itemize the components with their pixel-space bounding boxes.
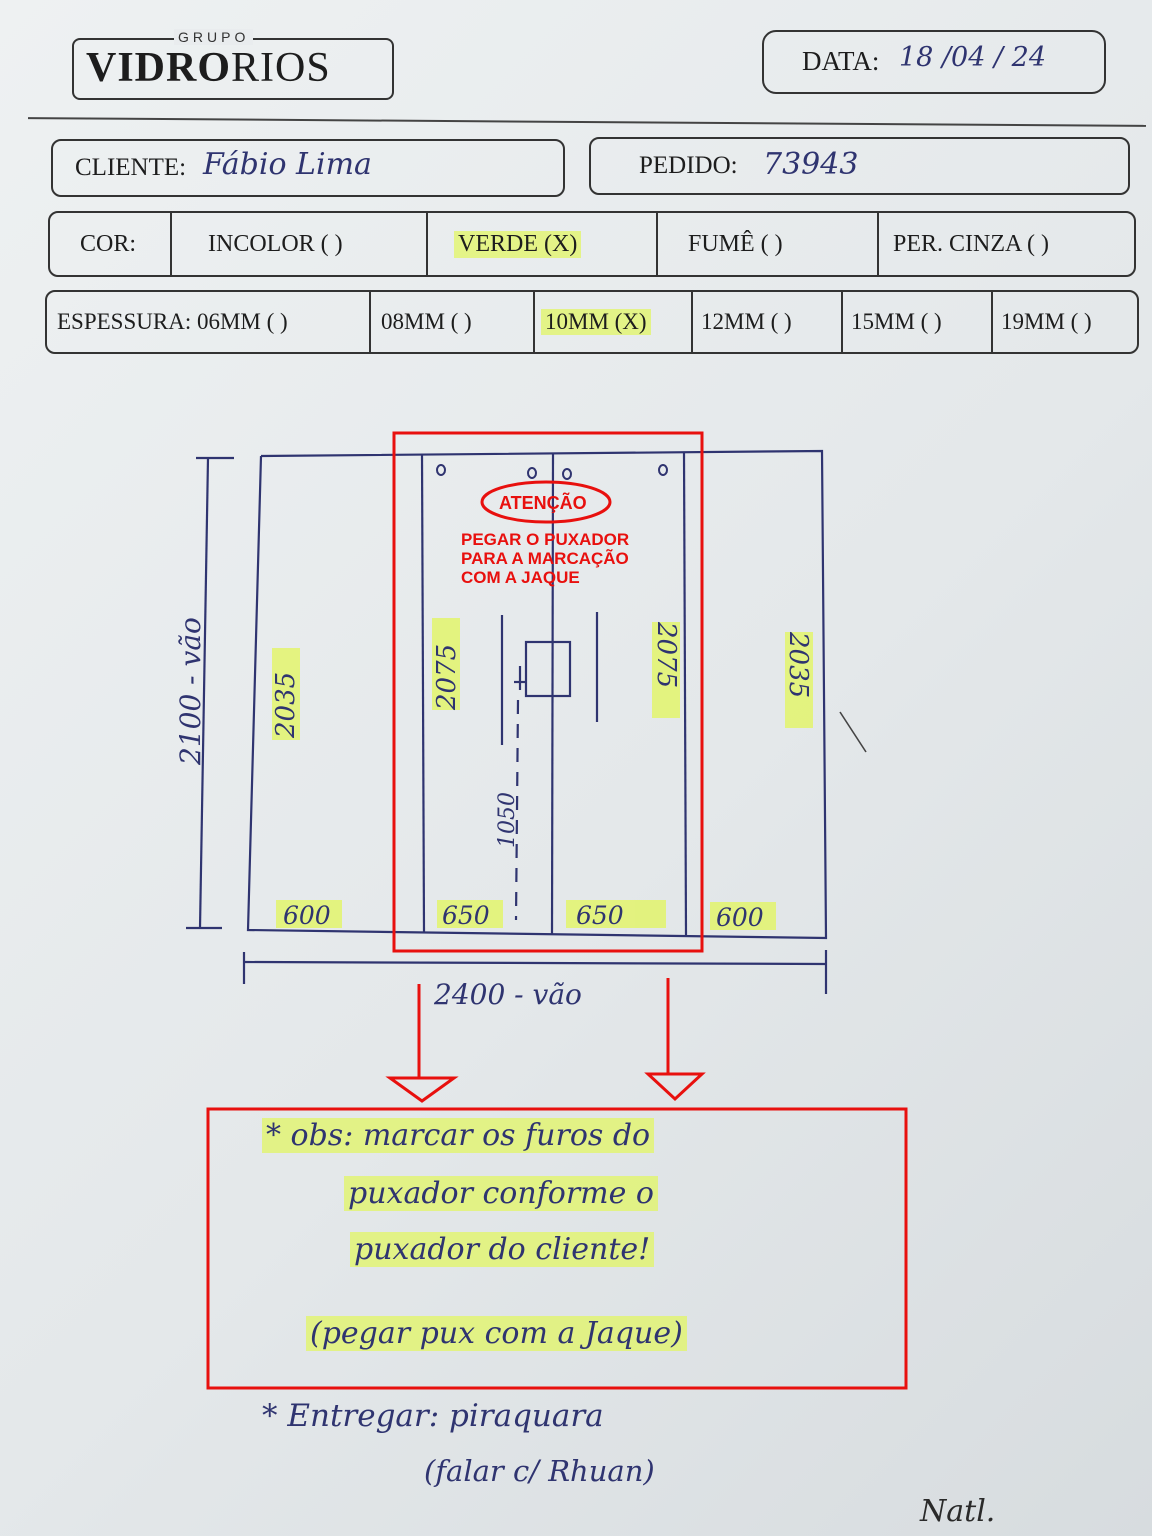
order-box: PEDIDO: 73943 [589, 137, 1130, 195]
logo-wordmark: VIDRORIOS [86, 44, 331, 92]
obs-line-4: (pegar pux com a Jaque) [306, 1316, 687, 1351]
panel-height-2: 2075 [432, 644, 462, 711]
width-dim-line [243, 960, 827, 966]
panel-width-1: 600 [283, 901, 331, 930]
panel-width-4: 600 [716, 903, 764, 932]
drawing-outer-frame [246, 449, 828, 940]
highlight-height-4 [785, 632, 813, 728]
color-label: COR: [50, 213, 172, 275]
obs-line-3-text: puxador do cliente! [350, 1232, 655, 1267]
logo-bold-text: VIDRO [86, 45, 232, 91]
delivery-line-1: * Entregar: piraquara [262, 1398, 604, 1434]
annotation-body: PEGAR O PUXADOR PARA A MARCAÇÃO COM A JA… [461, 530, 629, 587]
logo-group-text: GRUPO [174, 29, 254, 45]
delivery-line-2: (falar c/ Rhuan) [424, 1454, 655, 1488]
color-selected-text: VERDE (X) [454, 230, 582, 258]
thickness-option-06mm: ESPESSURA: 06MM ( ) [47, 292, 371, 352]
arrow-left-head [385, 1076, 459, 1103]
highlight-height-2 [432, 618, 460, 710]
color-option-incolor: INCOLOR ( ) [172, 213, 428, 275]
arrow-right-head [644, 1072, 706, 1102]
order-value: 73943 [763, 147, 859, 182]
thickness-selected-text: 10MM (X) [541, 309, 651, 335]
thickness-option-08mm: 08MM ( ) [371, 292, 535, 352]
highlight-width-4 [710, 902, 776, 930]
handle-height-label: 1050 [495, 792, 520, 848]
highlight-width-1 [276, 900, 342, 928]
signature: Natl. [920, 1494, 996, 1529]
color-option-per-cinza: PER. CINZA ( ) [893, 230, 1049, 257]
thickness-option-19mm: 19MM ( ) [1001, 309, 1092, 334]
height-label: 2100 - vão [174, 617, 207, 766]
panel-height-1: 2035 [271, 672, 301, 739]
date-box: DATA: 18 /04 / 24 [762, 30, 1106, 94]
width-label: 2400 - vão [433, 978, 582, 1011]
panel-divider-1 [420, 454, 426, 933]
obs-line-1-text: * obs: marcar os furos do [262, 1118, 655, 1153]
panel-width-3: 650 [576, 901, 624, 930]
annotation-box-drawing [392, 431, 704, 953]
hole-2 [527, 467, 537, 479]
color-option-verde: VERDE (X) [428, 213, 658, 275]
highlight-height-3 [652, 622, 680, 718]
obs-line-1: * obs: marcar os furos do [262, 1118, 655, 1153]
thickness-option-10mm: 10MM (X) [535, 292, 693, 352]
height-dim-line [198, 457, 210, 929]
hole-1 [436, 464, 446, 476]
handle-lock-box [524, 640, 572, 698]
thickness-option-12mm: 12MM ( ) [693, 292, 843, 352]
panel-divider-2 [550, 453, 555, 935]
panel-height-4: 2035 [783, 631, 813, 698]
panel-height-3: 2075 [651, 621, 681, 688]
obs-line-2: puxador conforme o [344, 1176, 658, 1211]
color-option-fume: FUMÊ ( ) [658, 213, 879, 275]
date-value: 18 /04 / 24 [899, 42, 1047, 73]
annotation-box-notes [206, 1107, 908, 1390]
hole-4 [658, 464, 668, 476]
client-label: CLIENTE: [75, 154, 187, 181]
highlight-height-1 [272, 648, 300, 740]
annotation-line-1: PEGAR O PUXADOR [461, 530, 630, 549]
obs-line-4-text: (pegar pux com a Jaque) [306, 1316, 687, 1351]
annotation-title: ATENÇÃO [499, 492, 587, 513]
obs-line-3: puxador do cliente! [350, 1232, 655, 1267]
annotation-title-oval [480, 480, 612, 524]
obs-line-2-text: puxador conforme o [344, 1176, 658, 1211]
panel-divider-3 [682, 452, 688, 936]
hole-3 [562, 468, 572, 480]
pen-stroke [839, 711, 867, 753]
color-row: COR: INCOLOR ( ) VERDE (X) FUMÊ ( ) PER.… [48, 211, 1136, 277]
highlight-width-3 [566, 900, 666, 928]
logo-light-text: RIOS [231, 45, 331, 91]
thickness-row: ESPESSURA: 06MM ( ) 08MM ( ) 10MM (X) 12… [45, 290, 1139, 354]
annotation-line-3: COM A JAQUE [461, 568, 580, 587]
highlight-width-2 [437, 900, 503, 928]
annotation-line-2: PARA A MARCAÇÃO [461, 549, 629, 568]
order-label: PEDIDO: [639, 152, 738, 179]
handle-height-dim [514, 699, 520, 921]
date-label: DATA: [802, 46, 880, 76]
client-value: Fábio Lima [203, 147, 372, 182]
panel-width-2: 650 [442, 901, 490, 930]
company-logo: GRUPO VIDRORIOS [72, 29, 394, 100]
client-box: CLIENTE: Fábio Lima [51, 139, 565, 197]
thickness-option-15mm: 15MM ( ) [843, 292, 993, 352]
